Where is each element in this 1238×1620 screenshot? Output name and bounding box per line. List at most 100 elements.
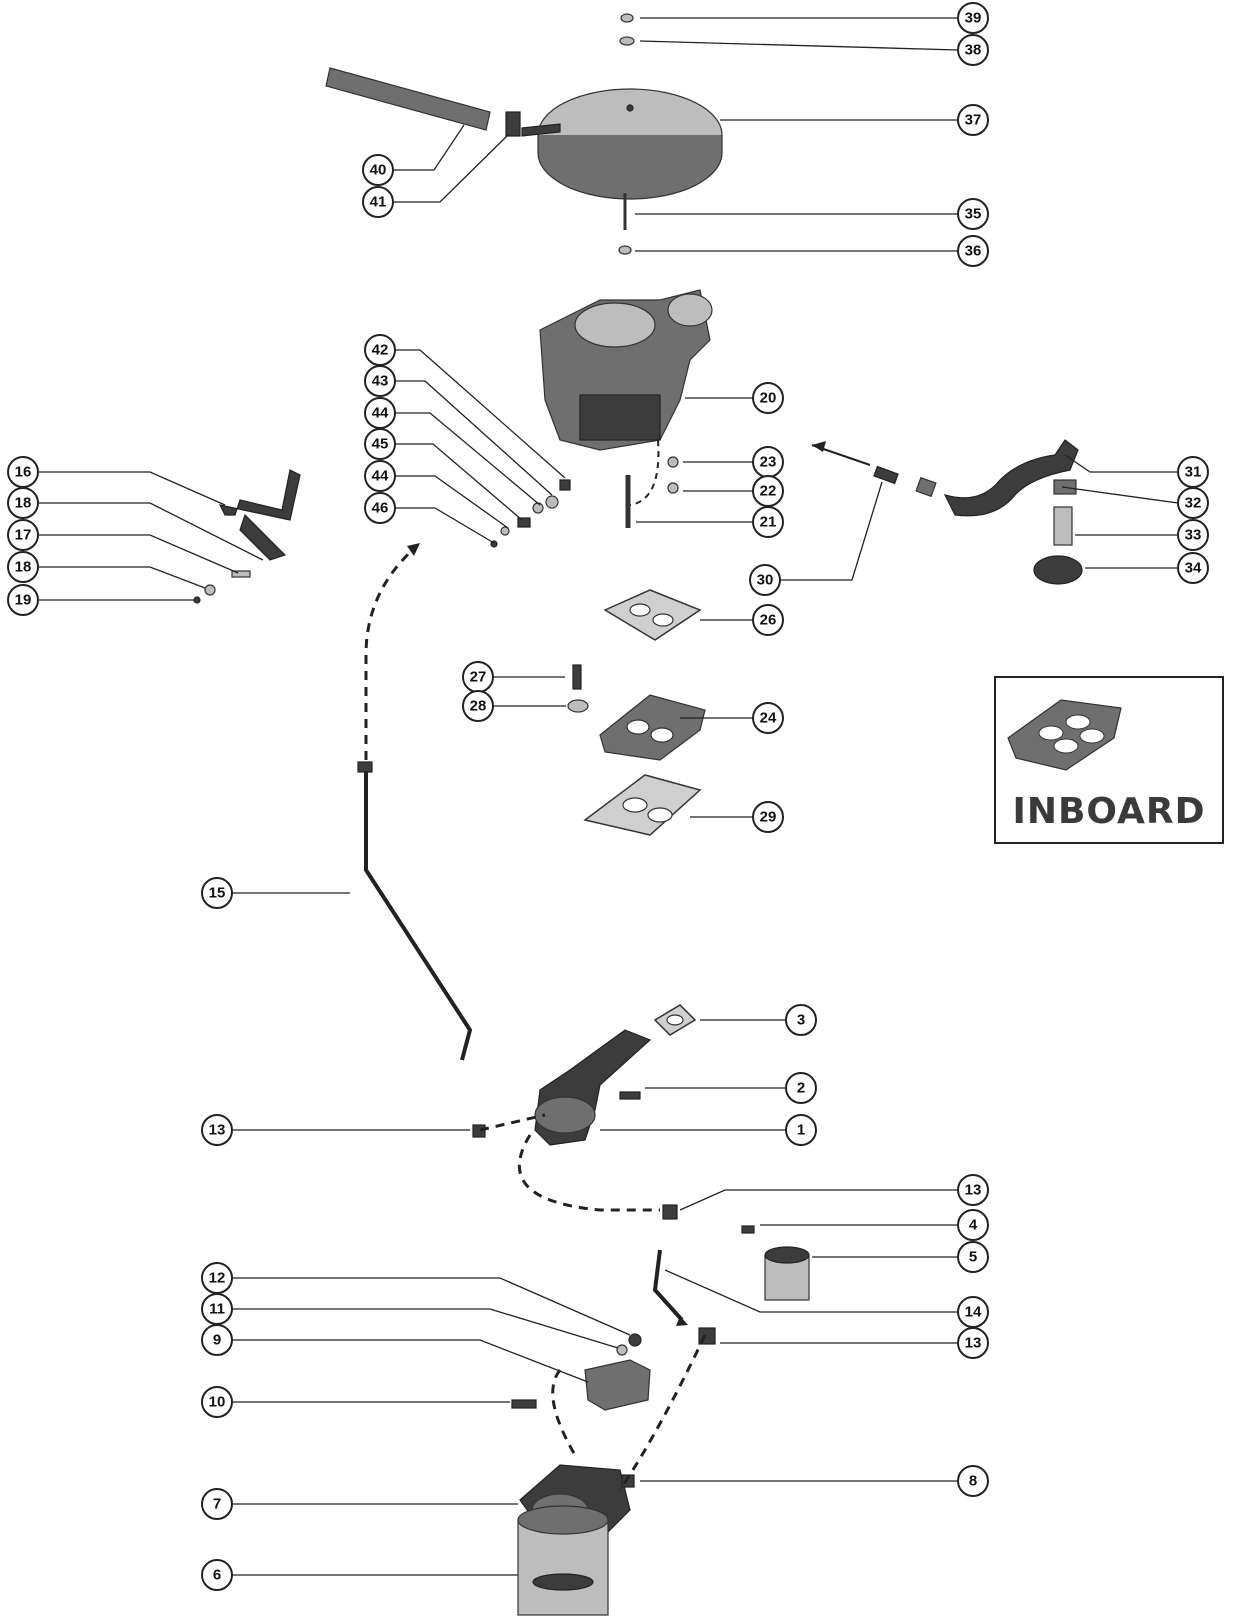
callout-19: 19 (7, 584, 39, 616)
svg-text:8: 8 (969, 1473, 977, 1490)
svg-text:18: 18 (15, 495, 32, 512)
svg-text:36: 36 (965, 243, 982, 260)
svg-text:29: 29 (760, 809, 777, 826)
washer-part (619, 36, 635, 46)
callout-37: 37 (957, 104, 989, 136)
svg-text:42: 42 (372, 342, 389, 359)
callout-38: 38 (957, 34, 989, 66)
callout-41: 41 (362, 186, 394, 218)
svg-text:4: 4 (969, 1217, 978, 1234)
svg-text:30: 30 (757, 572, 774, 589)
svg-text:17: 17 (15, 527, 32, 544)
svg-text:12: 12 (209, 1270, 226, 1287)
svg-text:41: 41 (370, 194, 387, 211)
screw-part (621, 1474, 635, 1488)
callout-34: 34 (1177, 552, 1209, 584)
hose-clamp-part (915, 476, 937, 498)
svg-text:18: 18 (15, 559, 32, 576)
callout-39: 39 (957, 2, 989, 34)
svg-text:27: 27 (470, 669, 487, 686)
callout-45: 45 (364, 428, 396, 460)
callout-31: 31 (1177, 456, 1209, 488)
gasket-part (603, 589, 702, 641)
svg-text:22: 22 (760, 483, 777, 500)
fitting-part (472, 1124, 486, 1138)
bolt-part (511, 1399, 537, 1409)
spacer-part (599, 694, 706, 761)
callout-13: 13 (201, 1114, 233, 1146)
small-parts-group (490, 479, 571, 548)
leader-lines (38, 17, 1179, 1576)
svg-text:28: 28 (470, 698, 487, 715)
svg-text:14: 14 (965, 1304, 982, 1321)
fitting-part (662, 1204, 678, 1220)
callout-44: 44 (364, 460, 396, 492)
callout-42: 42 (364, 334, 396, 366)
svg-text:37: 37 (965, 112, 982, 129)
bracket-part (584, 1359, 651, 1411)
svg-text:23: 23 (760, 454, 777, 471)
nut-part (620, 13, 634, 23)
callout-8: 8 (957, 1465, 989, 1497)
svg-text:43: 43 (372, 373, 389, 390)
callout-12: 12 (201, 1262, 233, 1294)
breather-hose-part (325, 67, 491, 131)
callout-5: 5 (957, 1241, 989, 1273)
callout-3: 3 (785, 1004, 817, 1036)
fitting-part (505, 111, 521, 137)
callout-44: 44 (364, 397, 396, 429)
fuel-filter-part (764, 1246, 810, 1301)
clip-part (667, 482, 679, 494)
pump-gasket-part (653, 1004, 697, 1036)
svg-text:21: 21 (760, 514, 777, 531)
callout-32: 32 (1177, 487, 1209, 519)
svg-text:2: 2 (797, 1080, 805, 1097)
svg-text:13: 13 (209, 1122, 226, 1139)
callout-33: 33 (1177, 519, 1209, 551)
callout-46: 46 (364, 492, 396, 524)
svg-text:13: 13 (965, 1335, 982, 1352)
callout-43: 43 (364, 365, 396, 397)
callout-18: 18 (7, 551, 39, 583)
callout-11: 11 (201, 1293, 233, 1325)
svg-text:46: 46 (372, 500, 389, 517)
fitting-part (741, 1225, 755, 1234)
routing-path (629, 439, 660, 506)
svg-text:31: 31 (1185, 464, 1202, 481)
callout-17: 17 (7, 519, 39, 551)
valve-fitting-part (1053, 506, 1073, 546)
svg-text:34: 34 (1185, 560, 1202, 577)
callout-18: 18 (7, 487, 39, 519)
washer-part (567, 699, 589, 713)
callout-26: 26 (752, 604, 784, 636)
svg-text:15: 15 (209, 885, 226, 902)
callout-10: 10 (201, 1386, 233, 1418)
callout-6: 6 (201, 1559, 233, 1591)
callout-40: 40 (362, 154, 394, 186)
callout-24: 24 (752, 702, 784, 734)
svg-text:10: 10 (209, 1394, 226, 1411)
callout-7: 7 (201, 1488, 233, 1520)
callout-28: 28 (462, 690, 494, 722)
svg-text:19: 19 (15, 592, 32, 609)
svg-text:20: 20 (760, 390, 777, 407)
callout-22: 22 (752, 475, 784, 507)
svg-text:11: 11 (209, 1301, 225, 1318)
svg-text:45: 45 (372, 436, 389, 453)
callout-23: 23 (752, 446, 784, 478)
screw-part (572, 664, 582, 690)
bolt-part (619, 1091, 641, 1100)
nut-part (628, 1333, 642, 1347)
callout-2: 2 (785, 1072, 817, 1104)
callout-20: 20 (752, 382, 784, 414)
inboard-label: INBOARD (1012, 791, 1206, 832)
routing-path (518, 1134, 660, 1212)
fuel-line-part (652, 1249, 684, 1322)
callout-13: 13 (957, 1327, 989, 1359)
inboard-spacer-part (1007, 699, 1122, 771)
callout-30: 30 (749, 564, 781, 596)
direction-arrow-head (676, 1316, 688, 1326)
fitting-part (873, 465, 899, 485)
routing-path (364, 543, 419, 760)
